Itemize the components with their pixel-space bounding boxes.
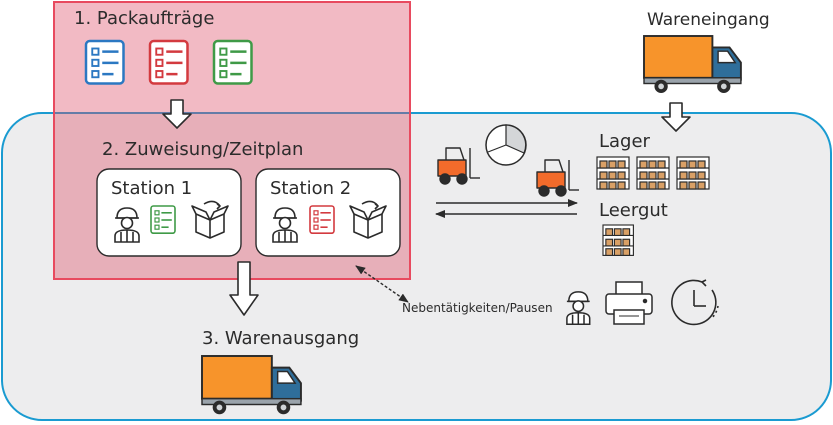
shelf-icon <box>676 156 710 190</box>
label-zuweisung: 2. Zuweisung/Zeitplan <box>102 139 304 160</box>
printer-icon <box>605 281 653 325</box>
shelf-icon <box>596 156 630 190</box>
checklist-icon <box>84 39 125 85</box>
truck-icon <box>643 35 742 94</box>
clock-icon <box>671 279 719 326</box>
label-lager: Lager <box>599 131 650 152</box>
arrow-side-activities <box>355 265 409 303</box>
checklist-icon <box>150 205 176 234</box>
label-wareneingang: Wareneingang <box>647 10 770 30</box>
label-station-2: Station 2 <box>270 178 352 199</box>
label-nebentaetigkeiten: Nebentätigkeiten/Pausen <box>402 301 553 315</box>
down-arrow-icon <box>229 261 259 316</box>
checklist-icon <box>148 39 189 85</box>
checklist-icon <box>309 205 335 234</box>
label-packauftraege: 1. Packaufträge <box>74 8 215 29</box>
checklist-icon <box>212 39 253 85</box>
shelf-icon <box>636 156 670 190</box>
label-warenausgang: 3. Warenausgang <box>202 328 360 349</box>
pie-chart-icon <box>485 124 527 166</box>
label-leergut: Leergut <box>599 200 668 221</box>
shelf-icon <box>602 224 634 256</box>
label-station-1: Station 1 <box>111 178 193 199</box>
